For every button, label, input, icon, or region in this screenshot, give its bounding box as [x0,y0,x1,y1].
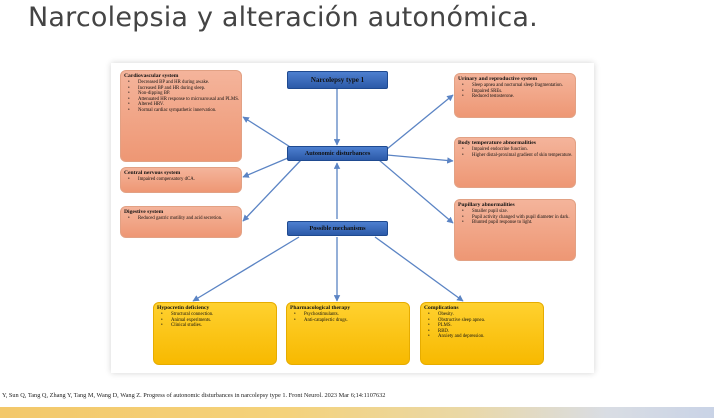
box-pharmacological-therapy: Pharmacological therapy Psychostimulants… [286,302,410,365]
diagram-panel: Narcolepsy type 1 Autonomic disturbances… [111,63,594,373]
list-item: Psychostimulants. [294,312,409,318]
list-item: Attenuated HR response to microarousal a… [128,97,241,103]
box-title: Central nervous system [124,170,181,176]
list-item: Non-dipping BP. [128,91,241,97]
footer-gradient-bar [0,407,714,418]
box-pupillary-abnormalities: Pupillary abnormalities Smaller pupil si… [454,199,576,261]
list-item: Reduced gastric motility and acid secret… [128,216,241,222]
list-item: Structural connection. [161,312,276,318]
box-title: Pupillary abnormalities [458,202,515,208]
list-item: Smaller pupil size. [462,209,575,215]
list-item: Animal experiments. [161,318,276,324]
arrow-hub-to-pupillary [378,159,454,224]
list-item: Reduced testosterone. [462,94,575,100]
list-item: Normal cardiac sympathetic innervation. [128,108,241,114]
box-title: Complications [424,305,459,311]
arrow-hub-to-digestive [242,159,302,222]
list-item: PLMS. [428,323,543,329]
box-central-nervous-system: Central nervous system Impaired compensa… [120,167,242,193]
arrow-hub-to-cardio [242,116,296,151]
box-hypocretin-deficiency: Hypocretin deficiency Structural connect… [153,302,277,365]
slide-title: Narcolepsia y alteración autonómica. [28,2,538,33]
arrow-hub-to-temperature [386,154,454,164]
citation: Y, Sun Q, Tang Q, Zhang Y, Tang M, Wang … [2,392,386,399]
box-title: Hypocretin deficiency [157,305,210,311]
list-item: Increased BP and HR during sleep. [128,86,241,92]
box-title: Body temperature abnormalities [458,140,536,146]
list-item: Blunted pupil response to light. [462,220,575,226]
box-title: Cardiovascular system [124,73,179,79]
list-item: RBD. [428,329,543,335]
box-digestive-system: Digestive system Reduced gastric motilit… [120,206,242,238]
list-item: Impaired endocrine function. [462,147,575,153]
list-item: Anti-cataplectic drugs. [294,318,409,324]
list-item: Impaired SREs. [462,89,575,95]
list-item: Pupil activity changed with pupil diamet… [462,215,575,221]
list-item: Anxiety and depression. [428,334,543,340]
node-possible-mechanisms: Possible mechanisms [287,221,388,236]
box-title: Urinary and reproductive system [458,76,538,82]
connector-lines [192,89,464,302]
box-urinary-reproductive-system: Urinary and reproductive system Sleep ap… [454,73,576,118]
arrow-mech-to-hypocretin [192,236,300,302]
list-item: Decreased BP and HR during awake. [128,80,241,86]
list-item: Altered HRV. [128,102,241,108]
box-cardiovascular-system: Cardiovascular system Decreased BP and H… [120,70,242,162]
list-item: Clinical studies. [161,323,276,329]
arrow-hub-to-urinary [386,94,454,150]
list-item: Obesity. [428,312,543,318]
list-item: Higher distal-proximal gradient of skin … [462,153,575,159]
list-item: Impaired compensatory dCA. [128,177,241,183]
box-complications: Complications Obesity. Obstructive sleep… [420,302,544,365]
box-title: Digestive system [124,209,164,215]
arrow-hub-to-cns [242,154,296,178]
node-autonomic-disturbances: Autonomic disturbances [287,146,388,161]
arrow-mech-to-complications [374,236,464,302]
list-item: Sleep apnea and nocturnal sleep fragment… [462,83,575,89]
box-body-temperature-abnormalities: Body temperature abnormalities Impaired … [454,137,576,188]
node-narcolepsy-type-1: Narcolepsy type 1 [287,71,388,89]
list-item: Obstructive sleep apnea. [428,318,543,324]
box-title: Pharmacological therapy [290,305,351,311]
